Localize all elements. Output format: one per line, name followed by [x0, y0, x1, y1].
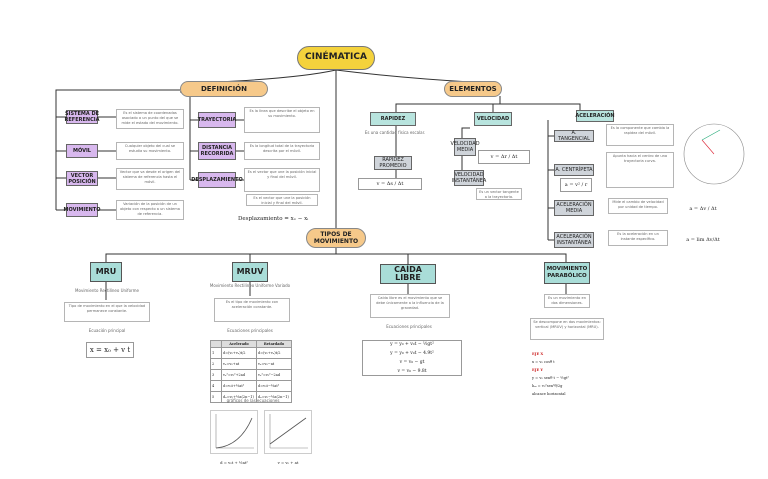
a-instantanea-node: ACELERACIÓN INSTANTÁNEA: [554, 232, 594, 248]
mruv-graph-velocity: [264, 410, 312, 454]
note-movimiento: Variación de la posición de un objeto co…: [116, 200, 184, 220]
velocidad-media-node: VELOCIDAD MEDIA: [450, 138, 480, 156]
a-instantanea-note: Es la aceleración en un instante específ…: [608, 230, 668, 246]
rapidez-node: RAPIDEZ: [370, 112, 416, 126]
mruv-graph-position: [210, 410, 258, 454]
mru-node: MRU: [90, 262, 122, 282]
note-trayectoria: Es la línea que describe el objeto en su…: [244, 107, 320, 133]
mruv-header-retardado: Retardado: [256, 340, 292, 348]
mruv-node: MRUV: [232, 262, 268, 282]
mruv-graphs-label: gráficos de las ecuaciones: [226, 398, 280, 403]
mruv-note: Es el tipo de movimiento con aceleración…: [214, 298, 290, 322]
definicion-node: DEFINICIÓN: [180, 81, 268, 97]
caida-libre-note: Caída libre es el movimiento que se debe…: [370, 294, 450, 318]
tipos-node: TIPOS DE MOVIMIENTO: [306, 228, 366, 248]
desplazamiento-formula: Desplazamiento = xₓ − xᵢ: [238, 216, 309, 222]
mru-eq-label: Ecuación principal: [88, 328, 126, 333]
term-distancia-recorrida: DISTANCIA RECORRIDA: [198, 142, 236, 160]
term-trayectoria: TRAYECTORIA: [198, 112, 236, 128]
note-desplazamiento: Es el vector que une la posición inicial…: [244, 168, 320, 192]
centripetal-diagram: [683, 123, 745, 185]
a-centripeta-node: A. CENTRÍPETA: [554, 164, 594, 176]
mruv-caption: Movimiento Rectilíneo Uniforme Variado: [209, 283, 291, 288]
a-centripeta-formula: a = v² / r: [560, 178, 592, 192]
parabolico-note1: Es un movimiento en dos dimensiones.: [544, 294, 590, 308]
note-sistema-referencia: Es el sistema de coordenadas asociado a …: [116, 109, 184, 129]
term-desplazamiento: DESPLAZAMIENTO: [191, 172, 243, 188]
concept-movil: MÓVIL: [66, 144, 98, 158]
velocidad-note: Es un vector tangente a la trayectoria.: [476, 188, 522, 200]
a-centripeta-note: Apunta hacia el centro de una trayectori…: [606, 152, 674, 188]
concept-vector-posicion: VECTOR POSICIÓN: [66, 171, 98, 186]
mru-formula: x = x₀ + v t: [86, 342, 134, 358]
note-distancia-recorrida: Es la longitud total de la trayectoria d…: [244, 142, 320, 160]
concept-sistema-referencia: SISTEMA DE REFERENCIA: [64, 110, 100, 124]
velocidad-node: VELOCIDAD: [474, 112, 512, 126]
parabolico-note2: Se descompone en dos movimientos: vertic…: [530, 318, 604, 340]
mruv-header-acelerado: Acelerado: [221, 340, 257, 348]
caida-libre-node: CAÍDA LIBRE: [380, 264, 436, 284]
note-movil: Cualquier objeto del cual se estudia su …: [116, 142, 184, 160]
rapidez-note: Es una cantidad física escalar.: [364, 130, 426, 135]
mru-note: Tipo de movimiento en el que la velocida…: [64, 302, 150, 322]
caida-libre-formulas: y = y₀ + v₀t − ½gt² y = y₀ + v₀t − 4.9t²…: [362, 340, 462, 376]
mruv-eq-label: Ecuaciones principales: [227, 328, 273, 333]
a-tangencial-note: Es la componente que cambia la rapidez d…: [606, 124, 674, 146]
note-desplazamiento-extra: Es el vector que une la posición inicial…: [246, 194, 318, 206]
concept-movimiento: MOVIMIENTO: [64, 203, 100, 217]
parabolico-equations: EJE X x = v₀ cosθ t EJE Y y = v₀ senθ t …: [532, 352, 569, 396]
elementos-node: ELEMENTOS: [444, 81, 502, 97]
a-media-note: Mide el cambio de velocidad por unidad d…: [608, 198, 668, 214]
mruv-graph1-caption: d = v₀t + ½at²: [220, 460, 248, 465]
a-tangencial-node: A. TANGENCIAL: [554, 130, 594, 142]
a-instantanea-formula: a = lim Δv/Δt: [676, 234, 730, 246]
rapidez-promedio-node: RAPIDEZ PROMEDIO: [374, 156, 412, 170]
mru-caption: Movimiento Rectilíneo Uniforme: [75, 288, 139, 293]
note-vector-posicion: Vector que va desde el origen del sistem…: [116, 168, 184, 190]
rapidez-formula: v = Δs / Δt: [358, 178, 422, 190]
caida-libre-eq-label: Ecuaciones principales: [386, 324, 432, 329]
a-media-node: ACELERACIÓN MEDIA: [554, 200, 594, 216]
mruv-graph2-caption: v = v₀ + at: [277, 460, 299, 465]
velocidad-media-formula: v = Δr / Δt: [478, 150, 530, 164]
parabolico-node: MOVIMIENTO PARABÓLICO: [544, 262, 590, 284]
velocidad-instantanea-node: VELOCIDAD INSTANTÁNEA: [451, 170, 487, 186]
page-title: CINÉMATICA: [297, 46, 375, 70]
a-media-formula: a = Δv / Δt: [676, 202, 730, 216]
aceleracion-node: ACELERACIÓN: [575, 110, 615, 122]
